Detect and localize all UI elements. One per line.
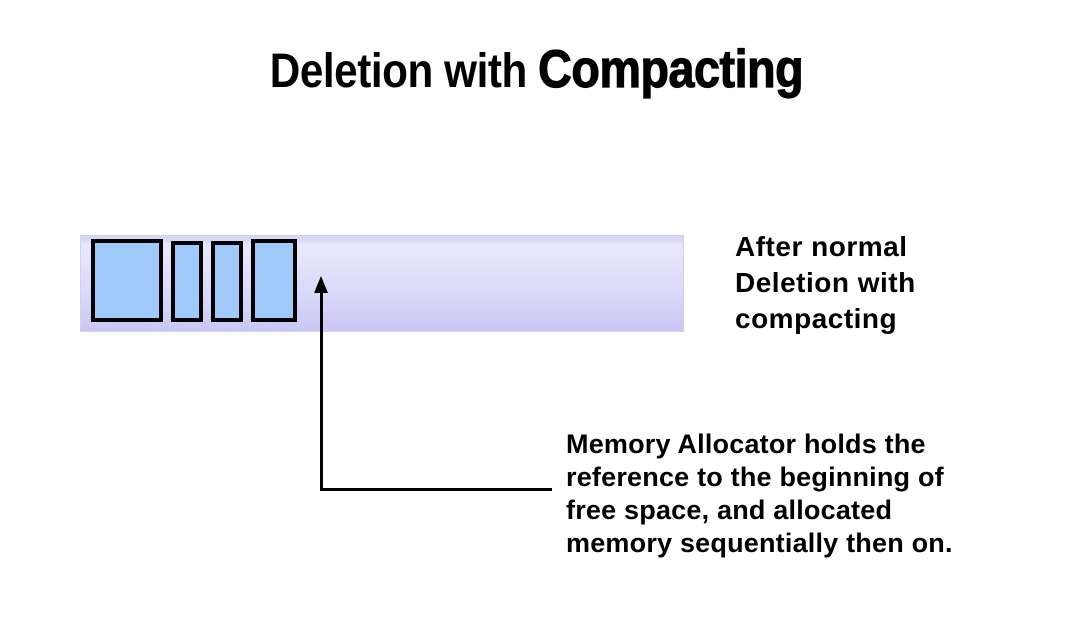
- memory-bar: [80, 235, 684, 332]
- slide-title-normal: Deletion with: [269, 45, 539, 98]
- memory-block: [251, 239, 297, 322]
- after-deletion-label-line: Deletion with: [735, 267, 916, 298]
- after-deletion-label-line: compacting: [735, 303, 898, 334]
- memory-block: [91, 239, 163, 322]
- slide-title-emphasis: Compacting: [538, 40, 805, 99]
- after-deletion-label-line: After normal: [735, 231, 908, 262]
- arrow-horizontal-line: [320, 488, 552, 491]
- allocator-note: Memory Allocator holds the reference to …: [566, 428, 953, 560]
- memory-block: [211, 241, 243, 322]
- allocator-note-line: Memory Allocator holds the: [566, 429, 926, 459]
- slide-title: Deletion with Compacting: [64, 40, 1008, 100]
- allocator-note-line: memory sequentially then on.: [566, 528, 953, 558]
- allocator-note-line: reference to the beginning of: [566, 462, 944, 492]
- arrow-vertical-line: [320, 289, 323, 491]
- after-deletion-label: After normal Deletion with compacting: [735, 229, 916, 337]
- memory-block: [171, 241, 203, 322]
- arrow-up-icon: [314, 276, 328, 293]
- allocator-note-line: free space, and allocated: [566, 495, 893, 525]
